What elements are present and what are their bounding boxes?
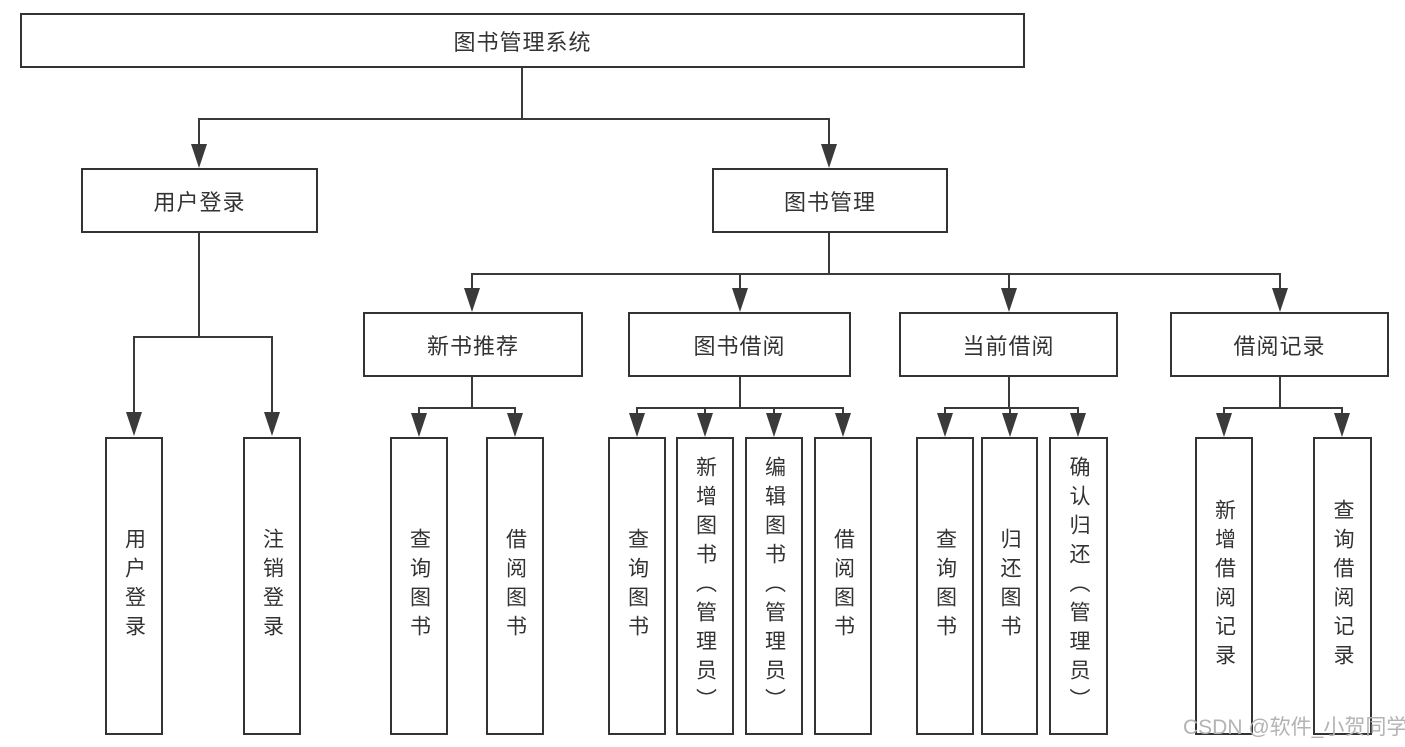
arrow-down-icon <box>1334 413 1350 437</box>
connector-line <box>828 118 830 148</box>
leaf-label: 借阅图书 <box>503 528 527 644</box>
leaf-label: 查询图书 <box>625 528 649 644</box>
connector-line <box>198 118 200 148</box>
connector-line <box>1223 407 1225 417</box>
arrow-down-icon <box>411 413 427 437</box>
leaf-borrow-query-books: 查询图书 <box>608 437 666 735</box>
node-label: 图书管理系统 <box>453 29 592 55</box>
arrow-down-icon <box>264 412 280 436</box>
connector-line <box>739 273 741 291</box>
leaf-current-return-books: 归还图书 <box>981 437 1038 735</box>
arrow-down-icon <box>1216 413 1232 437</box>
node-label: 图书管理 <box>783 189 876 215</box>
arrow-down-icon <box>766 413 782 437</box>
connector-line <box>1008 377 1010 409</box>
connector-line <box>828 233 830 275</box>
connector-line <box>418 407 420 417</box>
node-label: 新书推荐 <box>426 333 519 359</box>
connector-line <box>198 118 830 120</box>
connector-line <box>773 407 775 417</box>
connector-line <box>471 273 473 291</box>
node-user-login: 用户登录 <box>81 168 318 233</box>
connector-line <box>1279 377 1281 409</box>
arrow-down-icon <box>821 144 837 168</box>
leaf-label: 借阅图书 <box>831 528 855 644</box>
connector-line <box>1223 407 1343 409</box>
arrow-down-icon <box>732 288 748 312</box>
connector-line <box>944 407 1079 409</box>
connector-line <box>1341 407 1343 417</box>
leaf-records-query-record: 查询借阅记录 <box>1313 437 1372 735</box>
leaf-user-login: 用户登录 <box>105 437 163 735</box>
arrow-down-icon <box>697 413 713 437</box>
leaf-current-query-books: 查询图书 <box>916 437 974 735</box>
connector-line <box>271 336 273 414</box>
leaf-label: 查询借阅记录 <box>1331 499 1354 673</box>
node-current-borrowing: 当前借阅 <box>899 312 1118 377</box>
node-book-management: 图书管理 <box>712 168 948 233</box>
leaf-label: 新增借阅记录 <box>1212 499 1236 673</box>
node-label: 图书借阅 <box>693 333 786 359</box>
leaf-borrow-edit-books: 编辑图书（管理员） <box>745 437 803 735</box>
leaf-label: 注销登录 <box>260 528 284 644</box>
leaf-label: 查询图书 <box>933 528 957 644</box>
connector-line <box>471 377 473 409</box>
arrow-down-icon <box>1070 413 1086 437</box>
node-book-borrowing: 图书借阅 <box>628 312 851 377</box>
connector-line <box>418 407 516 409</box>
connector-line <box>514 407 516 417</box>
arrow-down-icon <box>507 413 523 437</box>
connector-line <box>133 336 135 414</box>
leaf-label: 确认归还（管理员） <box>1067 455 1090 717</box>
connector-line <box>704 407 706 417</box>
leaf-borrow-add-books: 新增图书（管理员） <box>676 437 734 735</box>
connector-line <box>521 68 523 120</box>
leaf-logout: 注销登录 <box>243 437 301 735</box>
connector-line <box>842 407 844 417</box>
connector-line <box>1279 273 1281 291</box>
connector-line <box>198 233 200 338</box>
leaf-label: 新增图书（管理员） <box>693 455 717 717</box>
leaf-label: 查询图书 <box>407 528 431 644</box>
watermark: CSDN @软件_小贺同学 <box>1183 716 1405 739</box>
leaf-label: 编辑图书（管理员） <box>762 455 786 717</box>
connector-line <box>471 273 1281 275</box>
node-label: 用户登录 <box>153 189 246 215</box>
leaf-label: 用户登录 <box>122 528 146 644</box>
arrow-down-icon <box>191 144 207 168</box>
connector-line <box>1009 407 1011 417</box>
arrow-down-icon <box>126 412 142 436</box>
leaf-label: 归还图书 <box>998 528 1021 644</box>
connector-line <box>1077 407 1079 417</box>
leaf-borrow-borrow-books: 借阅图书 <box>814 437 872 735</box>
leaf-current-confirm-return: 确认归还（管理员） <box>1049 437 1108 735</box>
connector-line <box>944 407 946 417</box>
connector-line <box>133 336 273 338</box>
connector-line <box>739 377 741 409</box>
arrow-down-icon <box>1002 413 1018 437</box>
node-new-book-recommend: 新书推荐 <box>363 312 583 377</box>
arrow-down-icon <box>629 413 645 437</box>
leaf-records-add-record: 新增借阅记录 <box>1195 437 1253 735</box>
node-borrowing-records: 借阅记录 <box>1170 312 1389 377</box>
connector-line <box>636 407 844 409</box>
arrow-down-icon <box>937 413 953 437</box>
node-label: 借阅记录 <box>1233 333 1326 359</box>
node-label: 当前借阅 <box>962 333 1055 359</box>
arrow-down-icon <box>835 413 851 437</box>
node-library-system: 图书管理系统 <box>20 13 1025 68</box>
connector-line <box>636 407 638 417</box>
arrow-down-icon <box>1272 288 1288 312</box>
arrow-down-icon <box>464 288 480 312</box>
arrow-down-icon <box>1001 288 1017 312</box>
leaf-recommend-query-books: 查询图书 <box>390 437 448 735</box>
leaf-recommend-borrow-books: 借阅图书 <box>486 437 544 735</box>
connector-line <box>1008 273 1010 291</box>
